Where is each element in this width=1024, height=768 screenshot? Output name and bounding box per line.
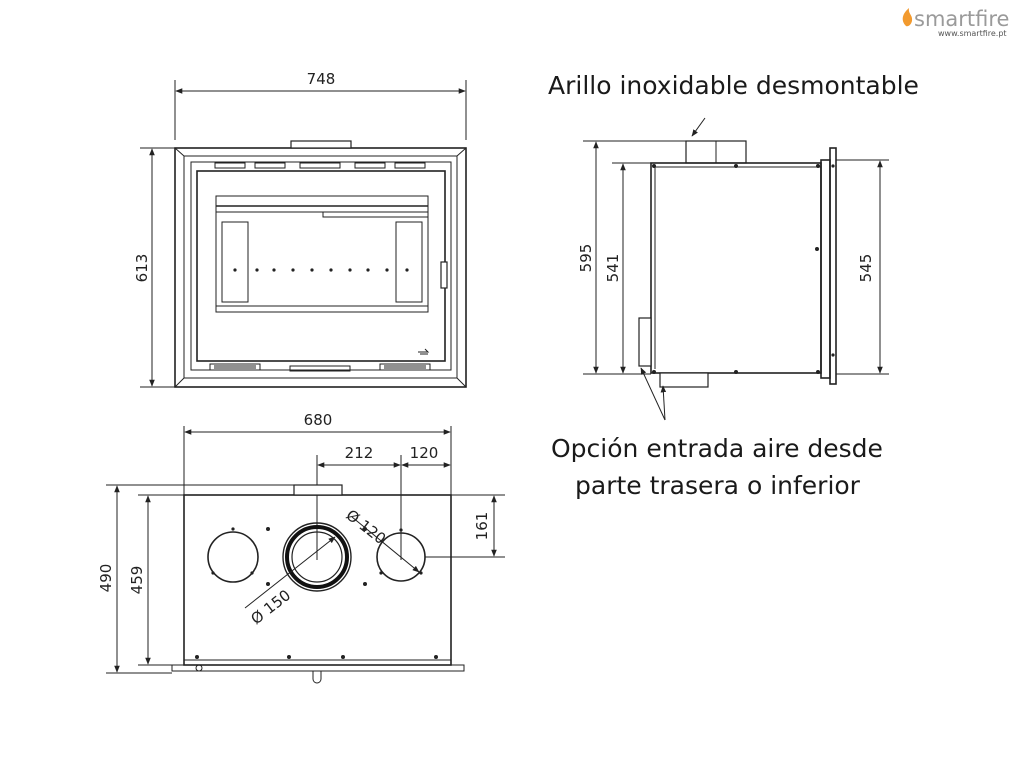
front-view: 748 613 xyxy=(133,70,467,388)
flame-icon xyxy=(902,8,913,27)
top-body-depth-label: 459 xyxy=(128,566,146,595)
caption-removable-ring: Arillo inoxidable desmontable xyxy=(548,71,919,100)
flue-diameter-label: Ø 150 xyxy=(247,586,294,628)
front-height-label: 613 xyxy=(133,254,151,283)
top-center-offset-label: 212 xyxy=(345,444,374,462)
flue-core xyxy=(291,531,343,583)
side-total-height-label: 595 xyxy=(577,244,595,273)
left-knockout-circle xyxy=(207,531,259,583)
top-view: 680 212 120 Ø 150 Ø 120 xyxy=(97,411,505,684)
side-body-height-label: 541 xyxy=(604,254,622,283)
flue-inner-ring xyxy=(285,525,349,589)
caption-air-intake-line1: Opción entrada aire desde xyxy=(551,434,883,463)
brand-url: www.smartfire.pt xyxy=(938,29,1007,38)
front-top-vents xyxy=(214,162,426,169)
front-bottom-vents xyxy=(209,363,431,372)
side-view: Arillo inoxidable desmontable 595 xyxy=(548,71,919,500)
caption-air-intake-line2: parte trasera o inferior xyxy=(575,471,861,500)
air-diameter-label: Ø 120 xyxy=(343,506,390,548)
front-burner-dots xyxy=(233,268,409,272)
top-intake-offset-label: 161 xyxy=(473,512,491,541)
top-total-depth-label: 490 xyxy=(97,564,115,593)
side-frame-height-label: 545 xyxy=(857,254,875,283)
front-door-handle xyxy=(440,261,448,289)
top-right-offset-label: 120 xyxy=(410,444,439,462)
flue-outer-ring xyxy=(282,522,352,592)
front-width-label: 748 xyxy=(307,70,336,88)
brand-logo: smartfire www.smartfire.pt xyxy=(902,7,1009,38)
brand-name: smartfire xyxy=(914,7,1009,31)
top-width-label: 680 xyxy=(304,411,333,429)
